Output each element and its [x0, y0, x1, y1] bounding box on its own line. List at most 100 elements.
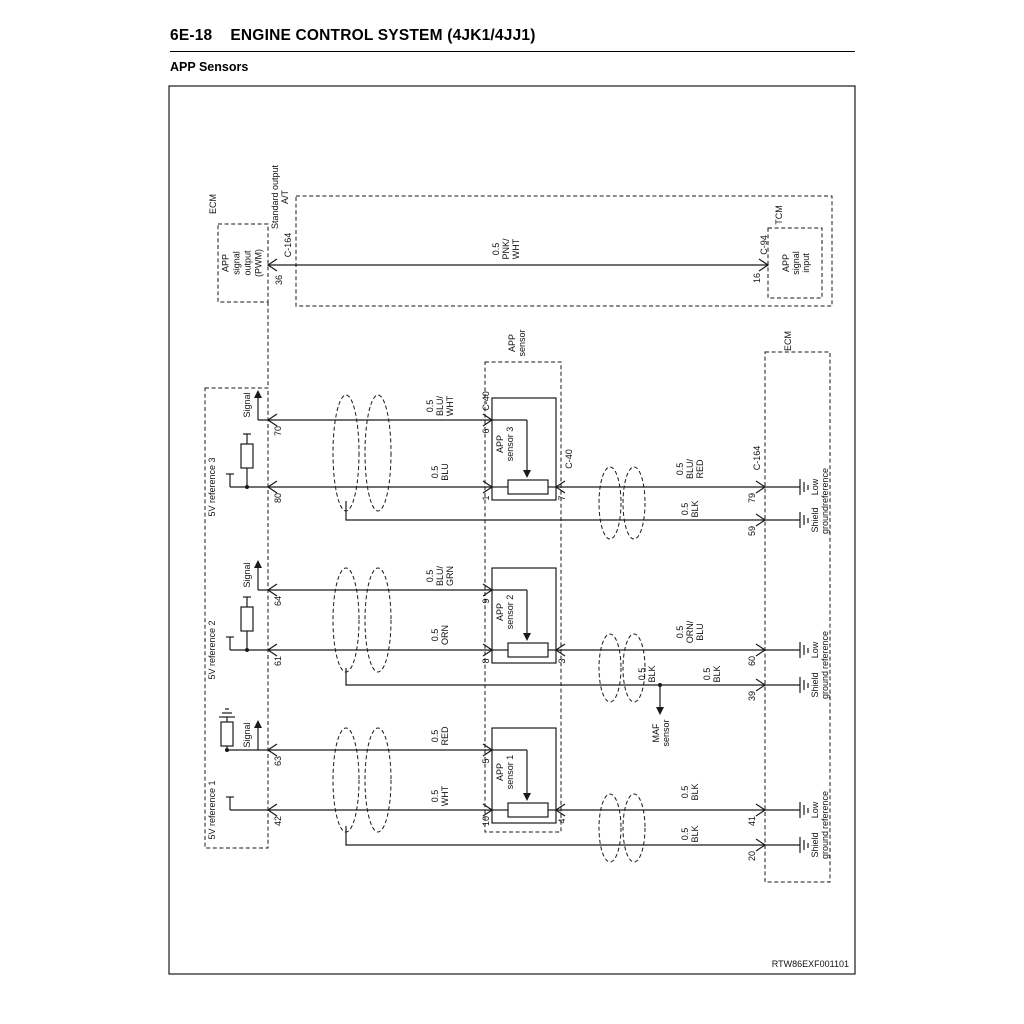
- figure-id: RTW86EXF001101: [772, 959, 849, 969]
- ref-label: 5V reference 2: [207, 620, 217, 679]
- wire-color-label: 0.5BLK: [680, 500, 700, 517]
- wiper-arrowhead: [523, 793, 531, 801]
- pin-number: 16: [752, 273, 762, 283]
- ecm-right-label: ECM: [783, 331, 793, 351]
- wiper-arrowhead: [523, 470, 531, 478]
- signal-label: Signal: [242, 392, 252, 417]
- signal-arrowhead: [254, 560, 262, 568]
- app-sensor-2-circuit: Signal 5V reference 2 64 61 0.5BLU/GRN 0…: [207, 560, 830, 747]
- tcm-label: TCM: [774, 205, 784, 225]
- wire-color-label: 0.5PNK/WHT: [491, 238, 521, 260]
- resistor: [220, 721, 234, 747]
- twisted-pair: [598, 633, 622, 703]
- chevron-connector: [266, 583, 278, 597]
- chevron-connector: [266, 743, 278, 757]
- twisted-pair: [622, 793, 646, 863]
- junction-dot: [245, 648, 249, 652]
- pin-number: 7: [557, 495, 567, 500]
- wire-color-label: 0.5ORN/BLU: [675, 620, 705, 643]
- pin-number: 41: [747, 816, 757, 826]
- twisted-pair: [364, 727, 392, 833]
- chevron-connector: [266, 480, 278, 494]
- shield-drain-wire: [345, 826, 765, 846]
- ecm-top-label: ECM: [208, 194, 218, 214]
- ref-label: 5V reference 1: [207, 780, 217, 839]
- pin-number: 64: [273, 596, 283, 606]
- low-reference-label: Lowreference: [810, 468, 830, 506]
- signal-arrowhead: [254, 390, 262, 398]
- wire-color-label: 0.5BLK: [702, 665, 722, 682]
- sensor-name-label: APPsensor 1: [495, 755, 515, 790]
- chevron-connector: [266, 258, 278, 272]
- low-reference-label: Lowreference: [810, 791, 830, 829]
- page-number: 6E-18: [170, 27, 213, 44]
- pin-number: 59: [747, 526, 757, 536]
- connector-label: C-164: [283, 233, 293, 258]
- chevron-connector: [482, 803, 494, 817]
- potentiometer-resistor: [507, 802, 549, 818]
- pin-number: 20: [747, 851, 757, 861]
- ground-symbol: [219, 708, 235, 718]
- page-header: 6E-18 ENGINE CONTROL SYSTEM (4JK1/4JJ1): [170, 27, 536, 45]
- pin-number: 8: [481, 658, 491, 663]
- wire-color-label: 0.5BLK: [637, 665, 657, 682]
- twisted-pair: [332, 394, 360, 512]
- ground-symbol: [765, 677, 809, 693]
- ground-symbol: [765, 642, 809, 658]
- shield-ground-label: Shieldground: [810, 831, 830, 859]
- maf-sensor-label: MAFsensor: [651, 719, 671, 746]
- resistor: [240, 443, 254, 469]
- pin-number: 39: [747, 691, 757, 701]
- chevron-connector: [482, 480, 494, 494]
- potentiometer-resistor: [507, 479, 549, 495]
- pin-number: 36: [274, 275, 284, 285]
- maf-arrowhead: [656, 707, 664, 715]
- wire-color-label: 0.5ORN: [430, 625, 450, 645]
- chevron-connector: [482, 583, 494, 597]
- shield-drain-wire: [345, 501, 765, 521]
- header-rule: [170, 51, 855, 52]
- pin-number: 60: [747, 656, 757, 666]
- app-sensor-assembly-label: APPsensor: [507, 329, 527, 356]
- standard-output-at-label: Standard outputA/T: [270, 164, 290, 229]
- potentiometer-resistor: [507, 642, 549, 658]
- wire-color-label: 0.5RED: [430, 726, 450, 746]
- pin-number: 61: [273, 656, 283, 666]
- wiper-arrowhead: [523, 633, 531, 641]
- twisted-pair: [332, 727, 360, 833]
- section-title: APP Sensors: [170, 60, 249, 74]
- signal-label: Signal: [242, 722, 252, 747]
- pin-number: 63: [273, 756, 283, 766]
- pwm-output-circuit: ECM APPsignaloutput(PWM) Standard output…: [208, 164, 833, 388]
- app-sensor-assembly-box: [484, 361, 562, 833]
- chevron-connector: [482, 413, 494, 427]
- pin-number: 70: [273, 426, 283, 436]
- pin-number: 80: [273, 493, 283, 503]
- page-title: ENGINE CONTROL SYSTEM (4JK1/4JJ1): [230, 27, 536, 44]
- ecm-top-box: [217, 223, 269, 303]
- ground-symbol: [765, 479, 809, 495]
- shield-drain-wire: [345, 668, 765, 686]
- pin-number: 79: [747, 493, 757, 503]
- wiring-diagram: ECM APPsignaloutput(PWM) Standard output…: [168, 85, 856, 975]
- connector-label: C-164: [752, 446, 762, 471]
- wire-color-label: 0.5BLU/RED: [675, 459, 705, 480]
- app-sensor-1-box: [491, 727, 557, 824]
- ground-symbol: [765, 802, 809, 818]
- chevron-connector: [758, 258, 770, 272]
- twisted-pair: [364, 567, 392, 673]
- resistor: [240, 606, 254, 632]
- at-option-box: [295, 195, 833, 307]
- wire-color-label: 0.5BLU: [430, 463, 450, 481]
- pin-number: 4: [557, 818, 567, 823]
- twisted-pair: [364, 394, 392, 512]
- tcm-box: [767, 227, 823, 299]
- signal-label: Signal: [242, 562, 252, 587]
- pin-number: 3: [557, 658, 567, 663]
- app-sensor-3-circuit: Signal 5V reference 3 70 80 0.5BLU/WHT 0…: [207, 390, 830, 540]
- pin-number: 10: [481, 816, 491, 826]
- twisted-pair: [598, 793, 622, 863]
- ground-symbol: [765, 512, 809, 528]
- pin-number: 9: [481, 598, 491, 603]
